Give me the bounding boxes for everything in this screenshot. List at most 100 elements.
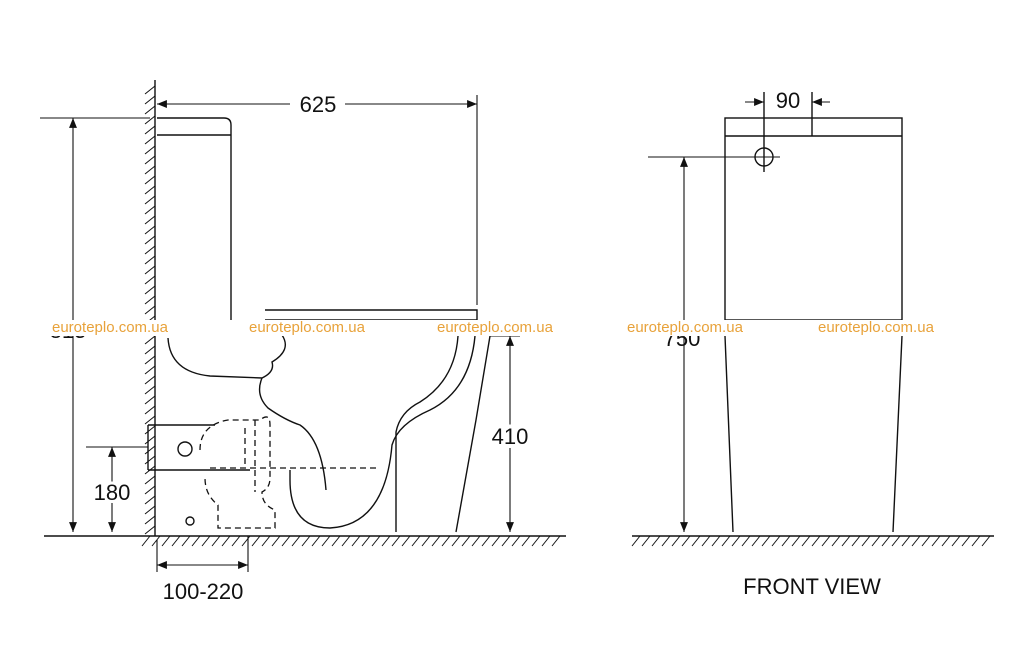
bowl-upper-curve xyxy=(167,334,286,379)
outlet-box xyxy=(147,424,250,471)
hatch-stroke xyxy=(311,535,321,547)
hatch-stroke xyxy=(221,535,231,547)
hatch-stroke xyxy=(201,535,211,547)
hatch-stroke xyxy=(144,165,156,175)
tank-outline xyxy=(157,117,232,320)
hatch-stroke xyxy=(211,535,221,547)
hatch-stroke xyxy=(771,535,781,547)
hatch-stroke xyxy=(981,535,991,547)
hatch-stroke xyxy=(391,535,401,547)
hatch-stroke xyxy=(471,535,481,547)
hatch-stroke xyxy=(661,535,671,547)
hatch-stroke xyxy=(144,215,156,225)
hatch-stroke xyxy=(841,535,851,547)
hatch-stroke xyxy=(144,365,156,375)
hatch-stroke xyxy=(261,535,271,547)
hatch-stroke xyxy=(144,175,156,185)
hatch-stroke xyxy=(144,435,156,445)
hatch-stroke xyxy=(144,515,156,525)
hatch-stroke xyxy=(361,535,371,547)
hatch-stroke xyxy=(144,425,156,435)
hatch-stroke xyxy=(144,135,156,145)
hatch-stroke xyxy=(144,335,156,345)
hatch-stroke xyxy=(811,535,821,547)
hatch-stroke xyxy=(144,225,156,235)
hatch-stroke xyxy=(144,255,156,265)
hatch-stroke xyxy=(761,535,771,547)
hatch-stroke xyxy=(711,535,721,547)
floor-hatch-front xyxy=(631,535,991,547)
watermark-3: euroteplo.com.ua xyxy=(437,319,554,336)
hatch-stroke xyxy=(671,535,681,547)
hatch-stroke xyxy=(781,535,791,547)
trapway-curve xyxy=(258,377,327,491)
hatch-stroke xyxy=(541,535,551,547)
hatch-stroke xyxy=(461,535,471,547)
watermark-band xyxy=(0,320,1024,336)
dim-90-label: 90 xyxy=(776,88,800,113)
hatch-stroke xyxy=(931,535,941,547)
dim-180-label: 180 xyxy=(94,480,131,505)
hatch-stroke xyxy=(831,535,841,547)
hatch-stroke xyxy=(641,535,651,547)
front-base-outline xyxy=(724,335,903,533)
floor-hatch-side xyxy=(141,535,561,547)
hatch-stroke xyxy=(144,395,156,405)
dim-rough-in-label: 100-220 xyxy=(163,579,244,604)
hatch-stroke xyxy=(144,185,156,195)
hatch-stroke xyxy=(271,535,281,547)
hatch-stroke xyxy=(144,155,156,165)
dim-625-label: 625 xyxy=(300,92,337,117)
hatch-stroke xyxy=(701,535,711,547)
watermark-4: euroteplo.com.ua xyxy=(627,319,744,336)
hatch-stroke xyxy=(144,105,156,115)
hatch-stroke xyxy=(144,405,156,415)
s-trap-hidden xyxy=(199,416,276,529)
hatch-stroke xyxy=(144,235,156,245)
hatch-stroke xyxy=(144,85,156,95)
hatch-stroke xyxy=(521,535,531,547)
hatch-stroke xyxy=(291,535,301,547)
hatch-stroke xyxy=(951,535,961,547)
hatch-stroke xyxy=(144,145,156,155)
watermark-5: euroteplo.com.ua xyxy=(818,319,935,336)
hatch-stroke xyxy=(301,535,311,547)
front-view-label: FRONT VIEW xyxy=(743,574,881,599)
hatch-stroke xyxy=(321,535,331,547)
hatch-stroke xyxy=(441,535,451,547)
watermark-1: euroteplo.com.ua xyxy=(52,319,169,336)
hatch-stroke xyxy=(871,535,881,547)
hatch-stroke xyxy=(351,535,361,547)
hatch-stroke xyxy=(721,535,731,547)
hatch-stroke xyxy=(681,535,691,547)
hatch-stroke xyxy=(144,385,156,395)
hatch-stroke xyxy=(381,535,391,547)
hatch-stroke xyxy=(651,535,661,547)
hatch-stroke xyxy=(411,535,421,547)
hatch-stroke xyxy=(144,475,156,485)
hatch-stroke xyxy=(144,265,156,275)
hatch-stroke xyxy=(144,125,156,135)
hatch-stroke xyxy=(691,535,701,547)
dim-410-label: 410 xyxy=(492,424,529,449)
hatch-stroke xyxy=(821,535,831,547)
hatch-stroke xyxy=(144,375,156,385)
hatch-stroke xyxy=(144,525,156,535)
hatch-stroke xyxy=(241,535,251,547)
hatch-stroke xyxy=(861,535,871,547)
hatch-stroke xyxy=(144,195,156,205)
outlet-hole xyxy=(177,441,193,457)
watermark-2: euroteplo.com.ua xyxy=(249,319,366,336)
hatch-stroke xyxy=(231,535,241,547)
hatch-stroke xyxy=(881,535,891,547)
trap-inner-hidden xyxy=(244,420,256,492)
side-view: 625 815 180 410 100-220 xyxy=(40,80,566,604)
front-view: 90 750 FRONT VIEW xyxy=(631,88,994,599)
hatch-stroke xyxy=(151,535,161,547)
hatch-stroke xyxy=(251,535,261,547)
bowl-front-curve xyxy=(289,335,476,529)
hatch-stroke xyxy=(371,535,381,547)
hatch-stroke xyxy=(341,535,351,547)
hatch-stroke xyxy=(281,535,291,547)
hatch-stroke xyxy=(144,115,156,125)
